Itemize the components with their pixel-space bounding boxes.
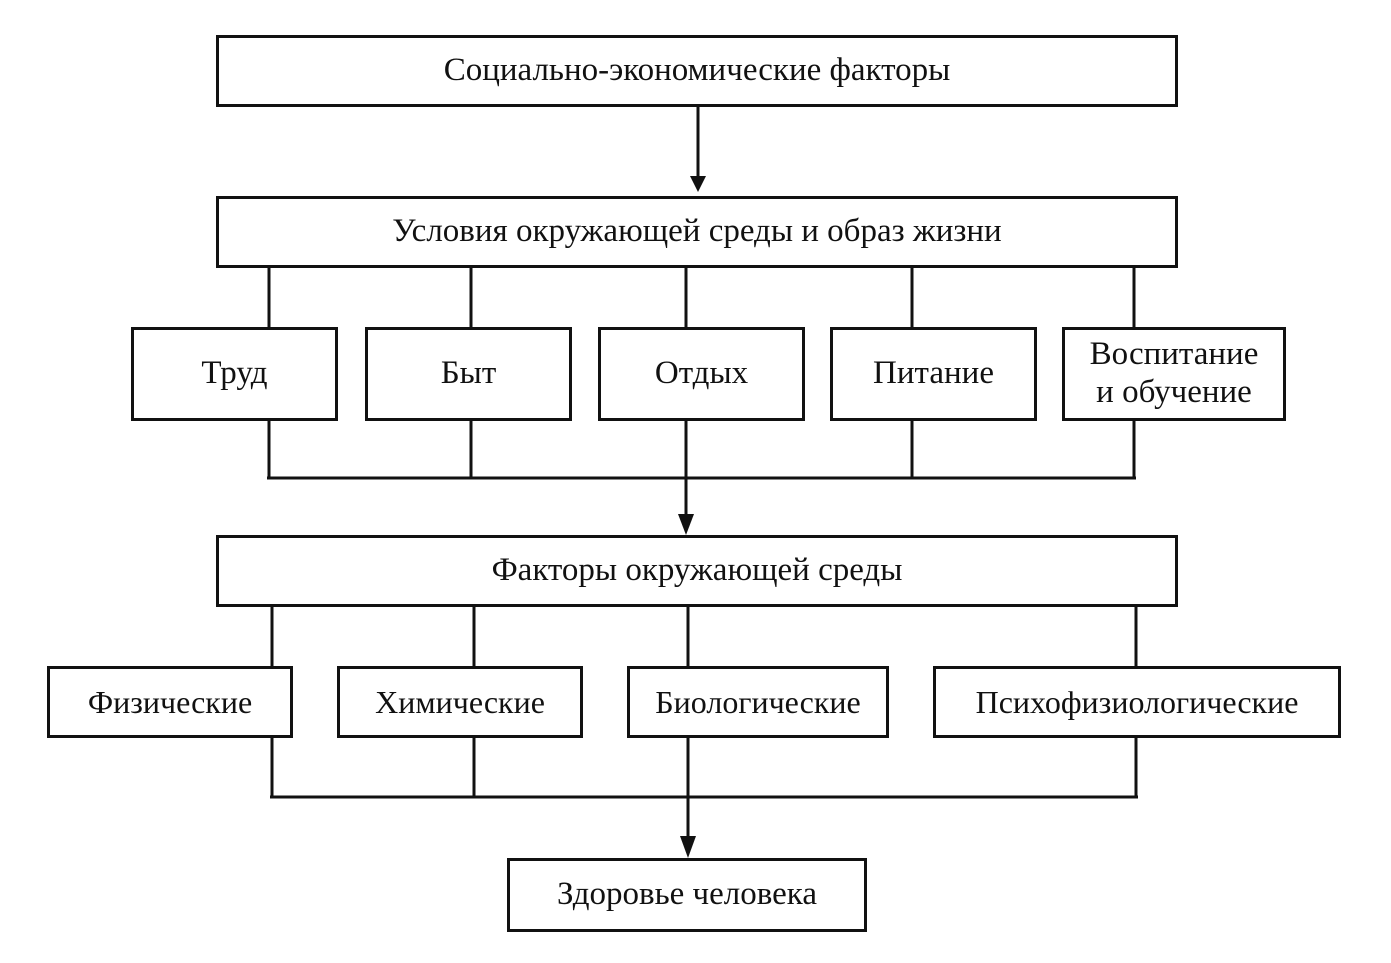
box-nutrition-label: Питание [873, 355, 994, 392]
box-environment-lifestyle: Условия окружающей среды и образ жизни [216, 196, 1178, 268]
arrowheads [678, 176, 706, 858]
box-chemical: Химические [337, 666, 583, 738]
box-rest-label: Отдых [654, 355, 749, 392]
arrowhead [690, 176, 706, 192]
box-socioeconomic-factors: Социально-экономические факторы [216, 35, 1178, 107]
box-household: Быт [365, 327, 572, 421]
box-human-health-label: Здоровье человека [557, 876, 817, 913]
box-environment-lifestyle-label: Условия окружающей среды и образ жизни [392, 213, 1002, 250]
box-biological-label: Биологические [655, 683, 861, 720]
box-labor: Труд [131, 327, 338, 421]
box-biological: Биологические [627, 666, 889, 738]
box-education-label: и обучение [1096, 374, 1252, 410]
connector-lines [267, 107, 1138, 838]
box-environmental-factors-label: Факторы окружающей среды [491, 552, 903, 589]
box-psychophysiological-label: Психофизиологические [975, 683, 1299, 720]
box-human-health: Здоровье человека [507, 858, 867, 932]
box-upbringing-label: Воспитание [1089, 336, 1259, 373]
box-psychophysiological: Психофизиологические [933, 666, 1341, 738]
box-nutrition: Питание [830, 327, 1037, 421]
box-environmental-factors: Факторы окружающей среды [216, 535, 1178, 607]
box-rest: Отдых [598, 327, 805, 421]
arrowhead [678, 514, 694, 535]
box-upbringing-education: Воспитание и обучение [1062, 327, 1286, 421]
box-labor-label: Труд [201, 355, 268, 392]
box-chemical-label: Химические [375, 683, 545, 720]
arrowhead [680, 836, 696, 858]
box-physical-label: Физические [87, 683, 253, 720]
box-socioeconomic-factors-label: Социально-экономические факторы [443, 52, 951, 89]
box-household-label: Быт [440, 355, 497, 392]
box-physical: Физические [47, 666, 293, 738]
